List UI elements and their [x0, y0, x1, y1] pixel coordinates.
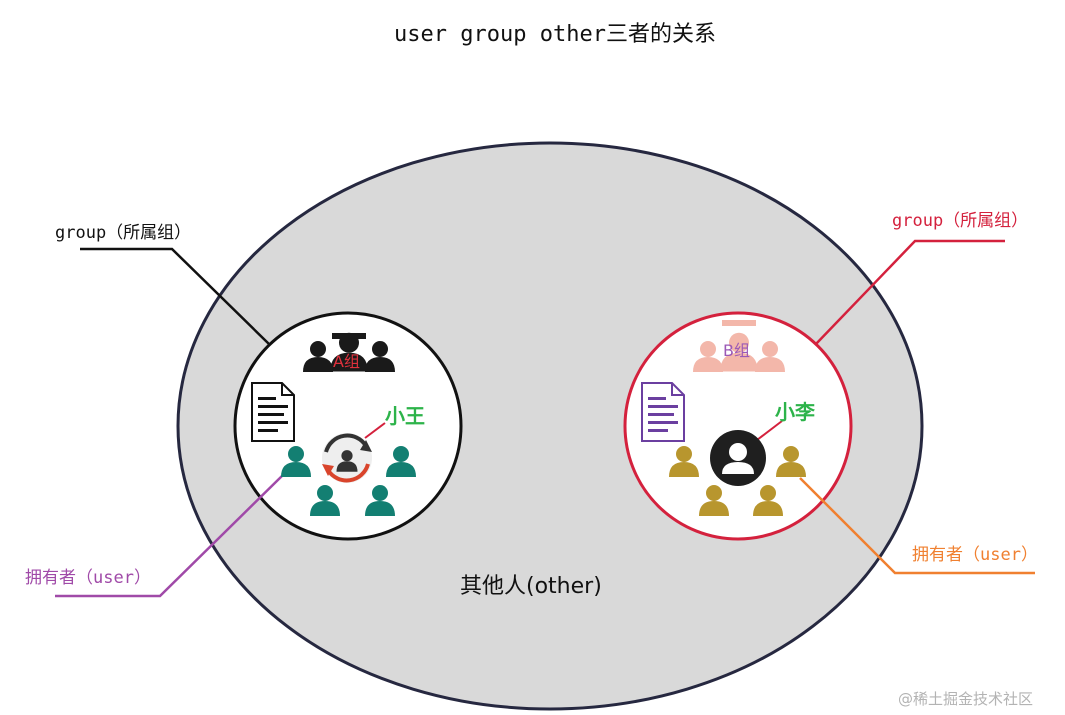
owner-name-right: 小李: [775, 400, 815, 424]
right-owner-callout: 拥有者（user）: [912, 545, 1038, 565]
group-badge-left: A组: [333, 352, 360, 371]
right-owner-pointer: [756, 420, 783, 441]
watermark: @稀土掘金技术社区: [898, 690, 1034, 708]
right-group-circle: [623, 311, 853, 541]
left-owner-pointer: [364, 422, 386, 439]
other-ellipse: [176, 141, 924, 711]
diagram-title: user group other三者的关系: [394, 22, 716, 47]
owner-sync-icon: [322, 433, 372, 483]
right-group-callout-line: [814, 239, 1005, 346]
left-group-circle: [233, 311, 463, 541]
other-label: 其他人(other): [460, 574, 602, 599]
group-badge-right: B组: [723, 341, 750, 360]
document-icon: [251, 382, 295, 442]
left-owner-callout-line: [55, 472, 286, 598]
left-group-callout: group（所属组）: [55, 223, 192, 243]
left-owner-callout: 拥有者（user）: [25, 568, 151, 588]
group-people-icon: [303, 332, 395, 372]
left-group-callout-line: [80, 247, 271, 346]
document-icon: [641, 382, 685, 442]
group-people-icon: [693, 320, 785, 372]
right-group-callout: group（所属组）: [892, 211, 1029, 231]
owner-avatar-icon: [710, 430, 766, 486]
owner-name-left: 小王: [385, 404, 425, 428]
right-owner-callout-line: [799, 477, 1035, 575]
